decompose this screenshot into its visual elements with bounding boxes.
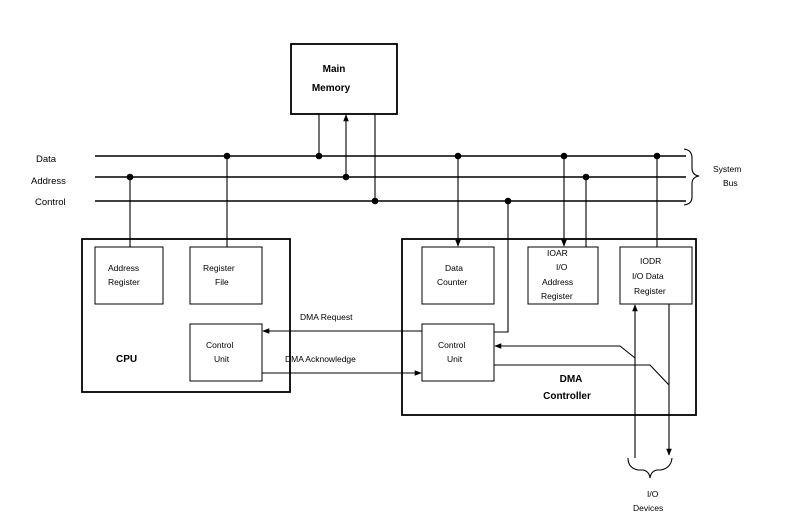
main-memory-block: Main Memory — [290, 43, 398, 115]
address-bus-label: Address — [31, 176, 66, 187]
cpu-control-unit-label-line1: Control — [206, 340, 234, 350]
dma-control-unit-box — [421, 323, 495, 382]
data-bus-label: Data — [36, 154, 57, 165]
iodr-label-line1: IODR — [640, 256, 661, 266]
ioar-label-line2: I/O — [556, 262, 568, 272]
data-counter-label-line2: Counter — [437, 277, 467, 287]
data-counter-junction — [454, 152, 462, 160]
dma-handshake-signals: DMA Request DMA Acknowledge — [262, 312, 422, 376]
io-device-connections: I/O Devices — [494, 304, 673, 513]
address-register-junction — [126, 173, 134, 181]
memory-address-junction — [342, 173, 350, 181]
io-to-dma-control-arrow — [494, 343, 636, 359]
dma-control-bus-junction — [504, 197, 512, 205]
iodr-label-line3: Register — [634, 286, 666, 296]
io-devices-label-line2: Devices — [633, 503, 663, 513]
system-bus-label-line1: System — [713, 164, 741, 174]
control-bus-label: Control — [35, 197, 66, 208]
dma-acknowledge-label: DMA Acknowledge — [285, 354, 356, 364]
dma-bus-connections — [454, 152, 661, 333]
ioar-label-line3: Address — [542, 277, 573, 287]
register-file-label-line2: File — [215, 277, 229, 287]
register-file-box — [189, 246, 263, 305]
cpu-control-unit-label-line2: Unit — [214, 354, 230, 364]
iodr-box — [619, 246, 693, 305]
dma-control-bus-connector — [494, 201, 509, 333]
dma-controller-label-line2: Controller — [543, 391, 591, 402]
data-counter-box — [421, 246, 495, 305]
memory-control-junction — [371, 197, 379, 205]
memory-data-junction — [315, 152, 323, 160]
dma-controller-box — [401, 238, 697, 416]
main-memory-box — [290, 43, 398, 115]
dma-request-label: DMA Request — [300, 312, 353, 322]
dma-control-unit-label-line2: Unit — [447, 354, 463, 364]
cpu-label: CPU — [116, 354, 137, 365]
ioar-label-line4: Register — [541, 291, 573, 301]
system-bus-brace — [683, 148, 700, 206]
register-file-junction — [223, 152, 231, 160]
main-memory-label-line2: Memory — [312, 83, 351, 94]
dma-control-unit-label-line1: Control — [438, 340, 466, 350]
dma-controller-label-line1: DMA — [560, 374, 583, 385]
ioar-address-junction — [582, 173, 590, 181]
cpu-box — [81, 238, 291, 393]
address-register-box — [94, 246, 164, 305]
memory-bus-connections — [315, 114, 379, 205]
dma-control-to-io-line — [494, 364, 670, 386]
iodr-data-junction — [653, 152, 661, 160]
ioar-box — [527, 246, 599, 305]
address-register-label-line2: Register — [108, 277, 140, 287]
main-memory-label-line1: Main — [323, 64, 346, 75]
cpu-control-unit-box — [189, 323, 263, 382]
io-devices-brace — [627, 457, 673, 479]
io-devices-label-line1: I/O — [647, 489, 659, 499]
system-bus-label-line2: Bus — [723, 178, 738, 188]
data-counter-label-line1: Data — [445, 263, 463, 273]
address-register-label-line1: Address — [108, 263, 139, 273]
register-file-label-line1: Register — [203, 263, 235, 273]
cpu-bus-connections — [126, 152, 231, 247]
ioar-data-junction — [560, 152, 568, 160]
system-bus: Data Address Control System Bus — [31, 148, 741, 208]
cpu-block: CPU Address Register Register File Contr… — [81, 238, 291, 393]
iodr-label-line2: I/O Data — [632, 271, 664, 281]
dma-controller-block: DMA Controller Data Counter IOAR I/O Add… — [401, 238, 697, 416]
ioar-label-line1: IOAR — [547, 248, 568, 258]
